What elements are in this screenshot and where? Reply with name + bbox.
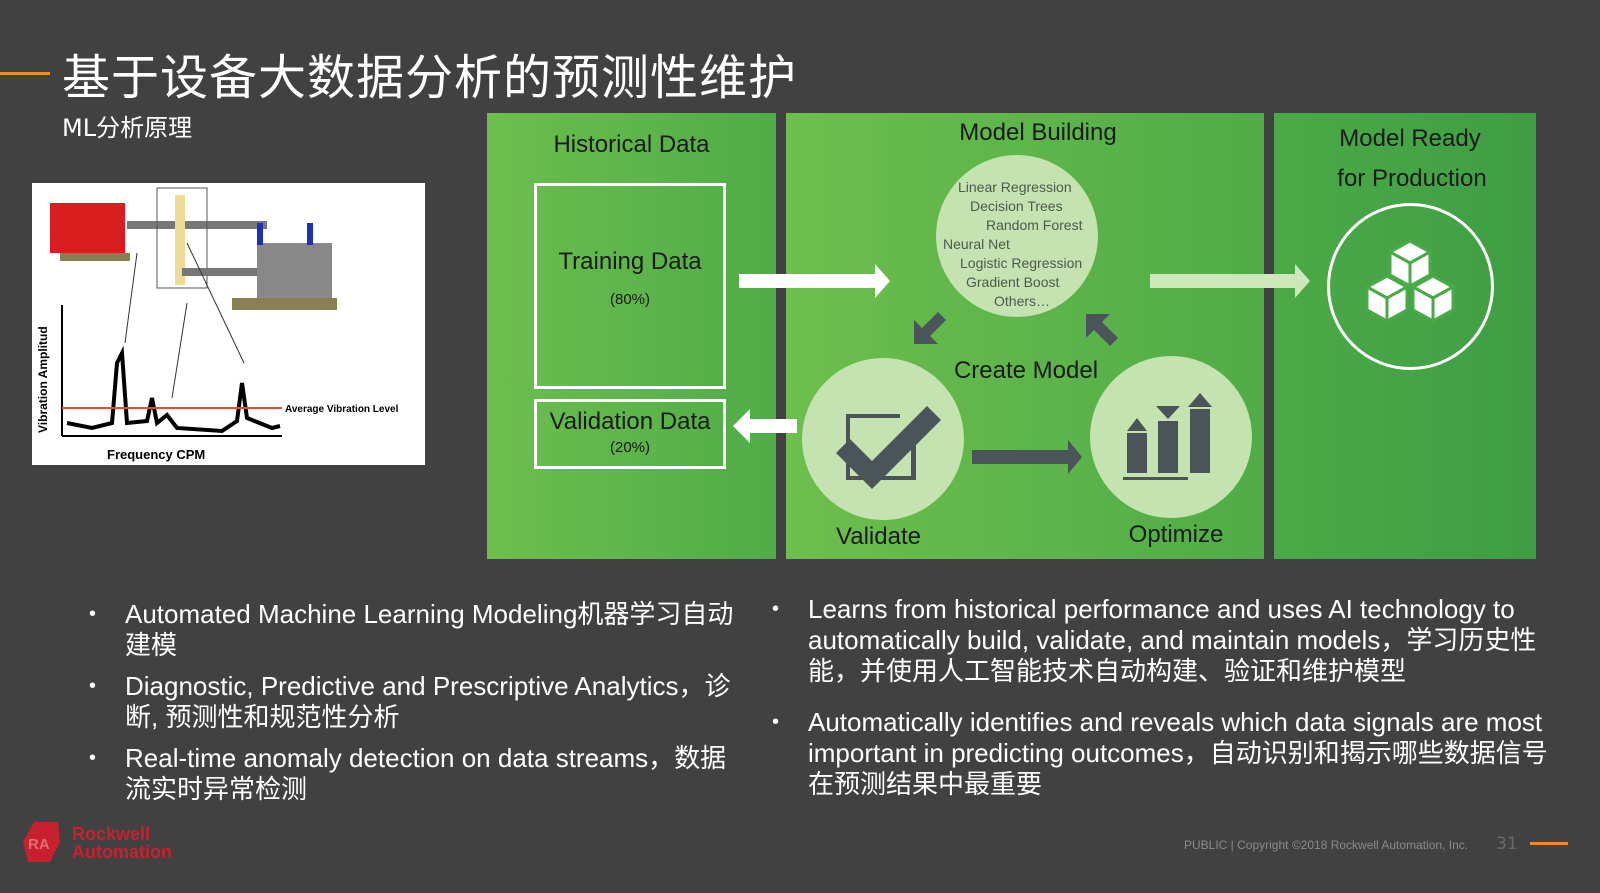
model-building-title: Model Building <box>959 119 1117 146</box>
pump-icon <box>257 243 332 298</box>
footer-copyright: PUBLIC | Copyright ©2018 Rockwell Automa… <box>1184 838 1469 852</box>
cubes-icon <box>1327 203 1494 370</box>
page-subtitle: ML分析原理 <box>62 114 193 142</box>
training-pct: (80%) <box>609 291 650 308</box>
optimize-circle <box>1090 356 1252 518</box>
bar-chart-growth-icon <box>1123 393 1212 480</box>
training-label: Training Data <box>558 248 702 275</box>
validation-data-box: Validation Data (20%) <box>534 399 726 469</box>
training-data-box: Training Data (80%) <box>534 183 726 389</box>
svg-text:Rockwell: Rockwell <box>72 824 150 844</box>
avg-vibration-label: Average Vibration Level <box>285 404 399 415</box>
right-bullet-list: •Learns from historical performance and … <box>772 594 1568 800</box>
arrow-right-icon <box>972 440 1082 474</box>
validation-label: Validation Data <box>549 408 711 435</box>
validation-pct: (20%) <box>609 439 650 456</box>
arrow-down-left-icon <box>914 312 946 344</box>
footer-accent-line <box>1530 842 1568 845</box>
bullet-item: •Automated Machine Learning Modeling机器学习… <box>89 599 734 660</box>
historical-data-panel: Historical Data Training Data (80%) Vali… <box>487 113 776 559</box>
algorithm-item: Logistic Regression <box>960 255 1083 271</box>
x-axis-label: Frequency CPM <box>107 447 205 462</box>
algorithms-circle: Linear Regression Decision Trees Random … <box>936 155 1098 317</box>
svg-text:Automation: Automation <box>72 842 172 862</box>
bullet-item: •Automatically identifies and reveals wh… <box>772 707 1548 799</box>
left-bullet-list: •Automated Machine Learning Modeling机器学习… <box>89 599 745 805</box>
arrow-left-icon <box>733 409 797 443</box>
algorithm-item: Decision Trees <box>970 198 1063 214</box>
model-building-panel: Model Building Linear Regression Decisio… <box>786 113 1264 559</box>
page-title: 基于设备大数据分析的预测性维护 <box>62 50 798 106</box>
arrow-right-icon <box>739 264 890 298</box>
algorithm-item: Neural Net <box>943 236 1010 252</box>
bullet-item: •Diagnostic, Predictive and Prescriptive… <box>89 671 731 732</box>
algorithm-item: Random Forest <box>986 217 1083 233</box>
create-model-label: Create Model <box>953 357 1099 384</box>
model-ready-subtitle: for Production <box>1337 165 1487 192</box>
historical-title: Historical Data <box>553 131 710 158</box>
y-axis-label: Vibration Amplitud <box>36 326 50 433</box>
bullet-item: •Learns from historical performance and … <box>772 594 1537 686</box>
motor-icon <box>50 203 125 253</box>
model-ready-title: Model Ready <box>1339 125 1481 152</box>
model-ready-panel: Model Ready for Production <box>1274 113 1536 559</box>
rockwell-logo: RA Rockwell Automation <box>20 820 200 869</box>
algorithm-item: Others… <box>994 293 1051 309</box>
title-accent-line <box>0 72 50 75</box>
arrow-right-icon <box>1150 264 1310 298</box>
algorithm-item: Gradient Boost <box>966 274 1060 290</box>
svg-text:RA: RA <box>28 836 50 853</box>
vibration-figure: Average Vibration Level Frequency CPM Vi… <box>32 183 425 465</box>
bullet-item: •Real-time anomaly detection on data str… <box>89 743 727 804</box>
validate-label: Validate <box>836 523 921 550</box>
optimize-label: Optimize <box>1128 521 1224 548</box>
page-number: 31 <box>1496 834 1518 854</box>
arrow-up-left-icon <box>1086 314 1118 346</box>
algorithm-item: Linear Regression <box>958 179 1072 195</box>
checkbox-check-icon <box>836 406 941 489</box>
validate-circle <box>802 358 964 520</box>
